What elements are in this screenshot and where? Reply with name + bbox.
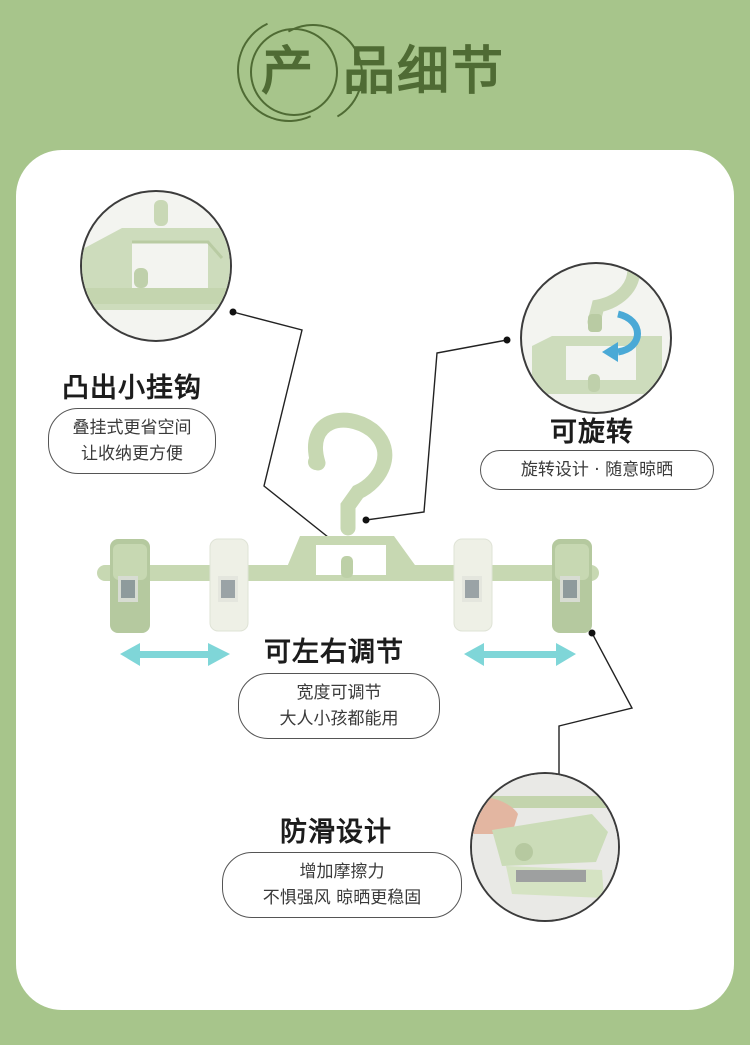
title-circle bbox=[250, 28, 338, 116]
rotate-leader-line bbox=[365, 339, 508, 521]
clip-left-outer bbox=[110, 539, 150, 633]
clip-right-outer bbox=[552, 539, 592, 633]
hook-feature-pill: 叠挂式更省空间 让收纳更方便 bbox=[48, 408, 216, 474]
antislip-feature-line-2: 不惧强风 晾晒更稳固 bbox=[262, 888, 422, 908]
rotate-leader-dot bbox=[503, 336, 511, 344]
antislip-feature-title: 防滑设计 bbox=[280, 817, 392, 848]
antislip-feature-pill: 增加摩擦力 不惧强风 晾晒更稳固 bbox=[222, 852, 462, 918]
rotate-feature-pill: 旋转设计 · 随意晾晒 bbox=[480, 450, 714, 490]
rotate-feature-line-1: 旋转设计 · 随意晾晒 bbox=[520, 460, 674, 480]
rotate-detail-image bbox=[520, 262, 672, 414]
antislip-leader-line bbox=[558, 632, 634, 790]
hook-feature-title: 凸出小挂钩 bbox=[62, 373, 202, 404]
antislip-feature-line-1: 增加摩擦力 bbox=[299, 862, 385, 882]
hanger-hook bbox=[308, 412, 393, 536]
clip-right-inner bbox=[453, 538, 493, 632]
antislip-detail-image bbox=[470, 772, 620, 922]
hook-leader-line bbox=[232, 311, 339, 546]
header: 产 品细节 bbox=[0, 0, 750, 150]
adjust-arrow-right bbox=[464, 643, 576, 666]
hook-detail-image bbox=[80, 190, 232, 342]
antislip-leader-dot bbox=[588, 629, 596, 637]
adjust-feature-title: 可左右调节 bbox=[264, 637, 404, 668]
hook-leader-dot bbox=[229, 308, 237, 316]
adjust-arrow-left bbox=[120, 643, 230, 666]
rotate-anchor-dot bbox=[362, 516, 370, 524]
hook-feature-line-2: 让收纳更方便 bbox=[81, 444, 183, 464]
hook-feature-line-1: 叠挂式更省空间 bbox=[72, 418, 192, 438]
adjust-feature-line-2: 大人小孩都能用 bbox=[279, 709, 399, 729]
adjust-feature-pill: 宽度可调节 大人小孩都能用 bbox=[238, 673, 440, 739]
clip-left-inner bbox=[209, 538, 249, 632]
rotate-feature-title: 可旋转 bbox=[550, 417, 634, 448]
adjust-feature-line-1: 宽度可调节 bbox=[296, 683, 382, 703]
page-title-rest: 品细节 bbox=[343, 42, 506, 102]
page-title-first-char: 产 bbox=[261, 42, 314, 102]
